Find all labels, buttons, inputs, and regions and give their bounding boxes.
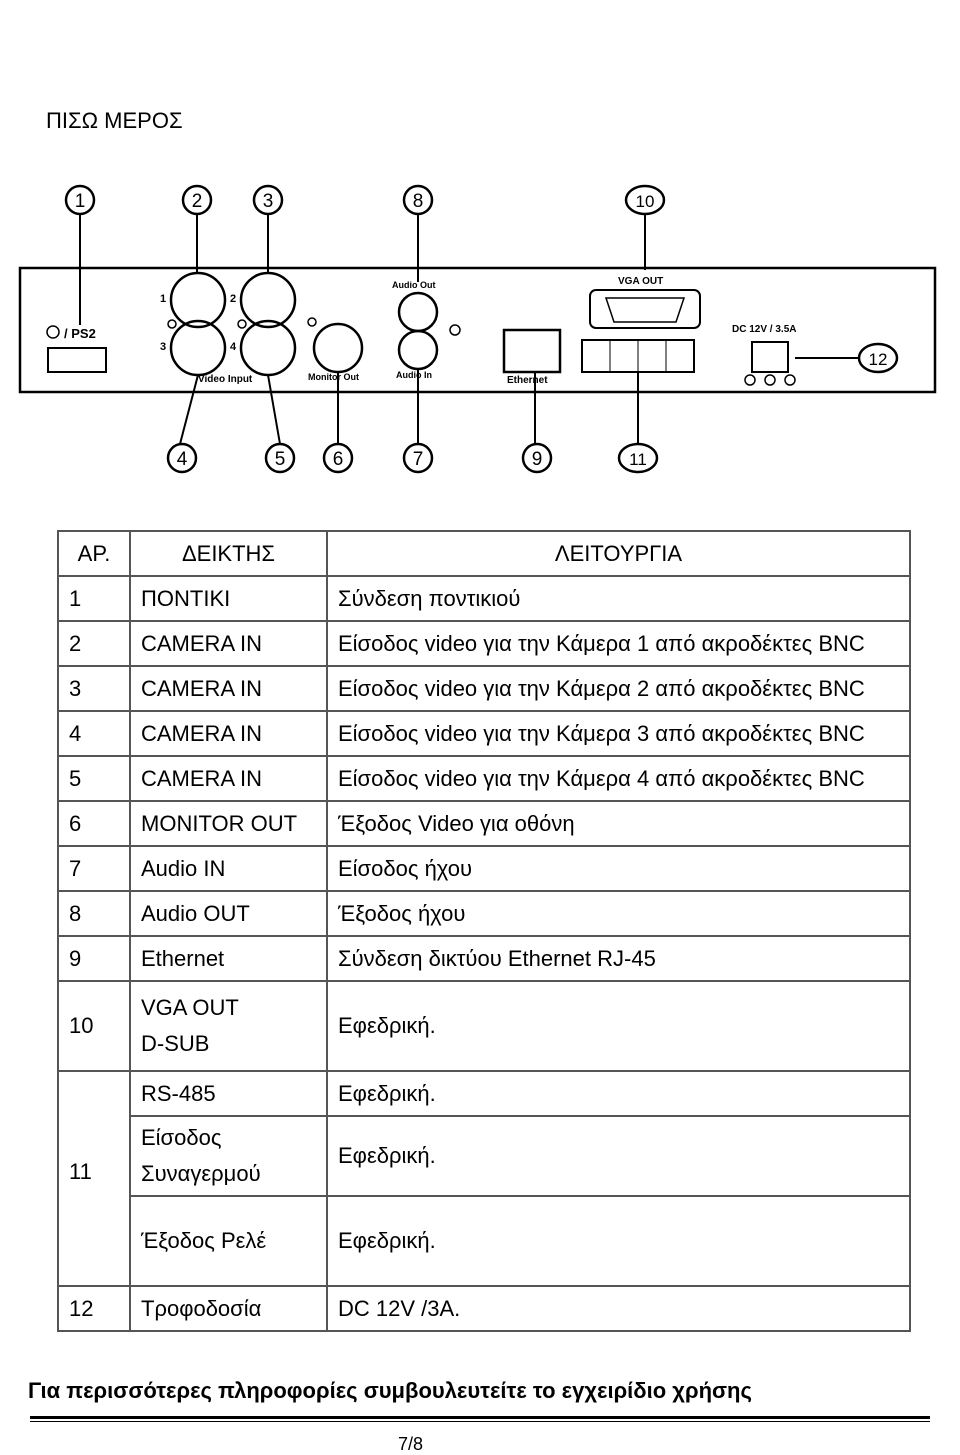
header-function: ΛΕΙΤΟΥΡΓΙΑ <box>326 530 911 577</box>
callout-10: 10 <box>624 184 666 216</box>
callout-11: 11 <box>617 442 659 474</box>
svg-text:4: 4 <box>230 341 237 353</box>
table-row: 11 RS-485 Εφεδρική. <box>57 1070 911 1287</box>
header-num: ΑΡ. <box>57 530 131 577</box>
svg-text:2: 2 <box>192 191 203 212</box>
audio-connectors: Audio Out Audio In <box>392 280 461 380</box>
callout-8: 8 <box>402 184 434 216</box>
svg-text:Video Input: Video Input <box>198 374 253 385</box>
table-row: Έξοδος Ρελέ Εφεδρική. <box>58 1195 911 1287</box>
svg-text:DC 12V / 3.5A: DC 12V / 3.5A <box>732 324 796 335</box>
svg-text:3: 3 <box>160 341 166 353</box>
svg-text:7: 7 <box>413 449 424 470</box>
svg-text:Audio In: Audio In <box>396 370 432 380</box>
svg-text:8: 8 <box>413 191 424 212</box>
monitor-out-bnc: Monitor Out <box>307 317 364 382</box>
ethernet-port: Ethernet <box>502 328 562 386</box>
svg-text:10: 10 <box>636 192 655 211</box>
callout-4: 4 <box>166 442 198 474</box>
table-row: 1 ΠΟΝΤΙΚΙ Σύνδεση ποντικιού <box>57 575 911 622</box>
rear-panel-diagram: 1 2 3 8 10 12 / PS2 1 2 3 4 <box>18 184 937 474</box>
footer-note: Για περισσότερες πληροφορίες συμβουλευτε… <box>28 1378 752 1403</box>
callout-7: 7 <box>402 442 434 474</box>
svg-text:9: 9 <box>532 449 543 470</box>
svg-text:11: 11 <box>629 450 647 469</box>
footer-divider <box>30 1416 930 1419</box>
table-row: 8 Audio OUT Έξοδος ήχου <box>57 890 911 937</box>
table-row: 4 CAMERA IN Είσοδος video για την Κάμερα… <box>57 710 911 757</box>
svg-text:1: 1 <box>160 293 166 305</box>
table-header-row: ΑΡ. ΔΕΙΚΤΗΣ ΛΕΙΤΟΥΡΓΙΑ <box>57 530 911 577</box>
dc-power-jack: DC 12V / 3.5A <box>732 324 796 386</box>
callout-1: 1 <box>64 184 96 216</box>
svg-text:5: 5 <box>275 449 286 470</box>
section-title: ΠΙΣΩ ΜΕΡΟΣ <box>46 108 183 133</box>
svg-text:4: 4 <box>177 449 188 470</box>
svg-text:2: 2 <box>230 293 236 305</box>
footer-divider-thin <box>30 1421 930 1422</box>
table-row: 5 CAMERA IN Είσοδος video για την Κάμερα… <box>57 755 911 802</box>
vga-port: VGA OUT <box>581 276 701 373</box>
video-input-bnc: 1 2 3 4 Video Input <box>160 271 297 385</box>
callout-5: 5 <box>264 442 296 474</box>
page-number: 7/8 <box>398 1434 424 1454</box>
header-indicator: ΔΕΙΚΤΗΣ <box>129 530 328 577</box>
table-row: Είσοδος Συναγερμού Εφεδρική. <box>58 1115 911 1197</box>
callout-6: 6 <box>322 442 354 474</box>
table-row: 6 MONITOR OUT Έξοδος Video για οθόνη <box>57 800 911 847</box>
table-row: 2 CAMERA IN Είσοδος video για την Κάμερα… <box>57 620 911 667</box>
panel-frame <box>18 266 937 394</box>
svg-text:/ PS2: / PS2 <box>64 326 96 341</box>
svg-text:1: 1 <box>75 191 86 212</box>
table-row: 12 Τροφοδοσία DC 12V /3A. <box>57 1285 911 1332</box>
table-row: 7 Audio IN Είσοδος ήχου <box>57 845 911 892</box>
svg-text:Ethernet: Ethernet <box>507 375 548 386</box>
callout-3: 3 <box>252 184 284 216</box>
svg-text:Monitor Out: Monitor Out <box>308 372 359 382</box>
ps2-port: / PS2 <box>46 325 107 373</box>
svg-text:6: 6 <box>333 449 344 470</box>
svg-text:12: 12 <box>869 350 888 369</box>
callout-9: 9 <box>521 442 553 474</box>
table-row: 9 Ethernet Σύνδεση δικτύου Ethernet RJ-4… <box>57 935 911 982</box>
callout-12: 12 <box>857 342 899 374</box>
svg-text:VGA OUT: VGA OUT <box>618 276 663 287</box>
table-row: 3 CAMERA IN Είσοδος video για την Κάμερα… <box>57 665 911 712</box>
table-row: 10 VGA OUT D-SUB Εφεδρική. <box>57 980 911 1072</box>
svg-text:3: 3 <box>263 191 274 212</box>
callout-2: 2 <box>181 184 213 216</box>
connector-table: ΑΡ. ΔΕΙΚΤΗΣ ΛΕΙΤΟΥΡΓΙΑ 1 ΠΟΝΤΙΚΙ Σύνδεση… <box>57 530 911 1332</box>
svg-text:Audio Out: Audio Out <box>392 280 436 290</box>
